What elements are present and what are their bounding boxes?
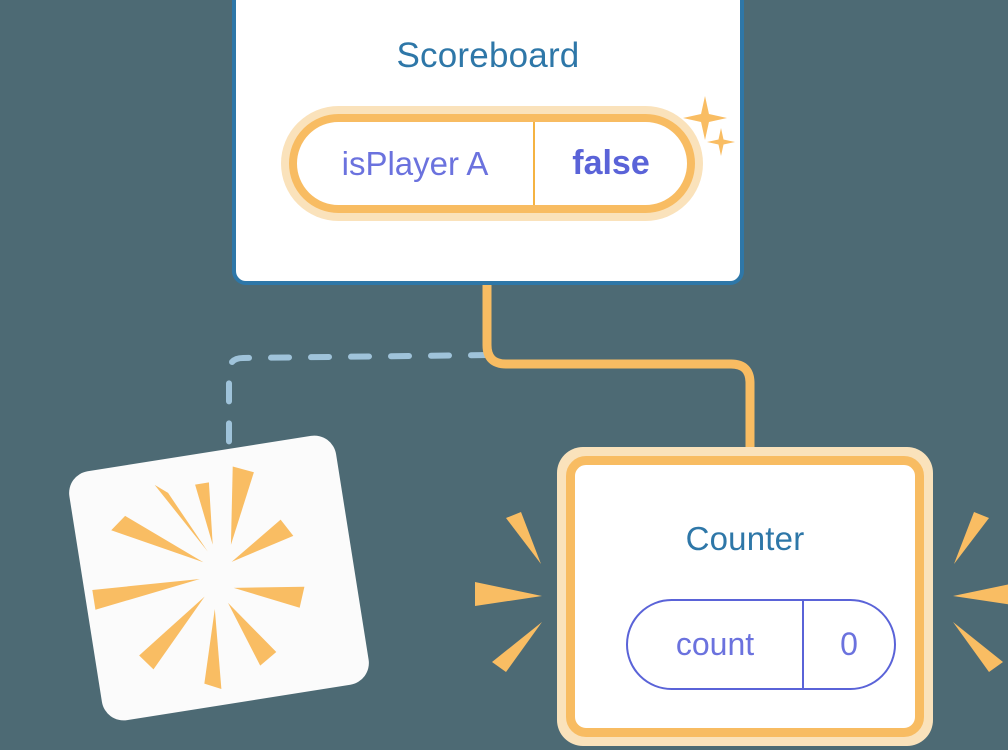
counter-ray <box>953 622 1003 672</box>
scoreboard-state-value: false <box>572 144 650 182</box>
scoreboard-card[interactable]: Scoreboard isPlayer A false <box>232 0 744 285</box>
counter-state-key: count <box>628 601 804 688</box>
counter-ray <box>954 512 989 564</box>
scoreboard-card-title: Scoreboard <box>396 36 580 75</box>
burst-card[interactable] <box>65 432 373 724</box>
scoreboard-state-key: isPlayer A <box>297 122 535 205</box>
counter-card-body: Counter count 0 <box>566 456 924 737</box>
counter-rays-left <box>475 512 542 672</box>
scoreboard-state-pill-body: isPlayer A false <box>289 114 695 213</box>
scoreboard-state-pill[interactable]: isPlayer A false <box>281 106 703 221</box>
counter-ray <box>475 582 542 606</box>
counter-card[interactable]: Counter count 0 <box>557 447 933 746</box>
counter-card-title: Counter <box>685 520 805 557</box>
counter-state-pill[interactable]: count 0 <box>626 599 896 690</box>
counter-ray <box>492 622 542 672</box>
counter-ray <box>506 512 541 564</box>
counter-ray <box>953 584 1008 605</box>
counter-rays-right <box>953 512 1008 672</box>
counter-state-value: 0 <box>840 626 858 662</box>
solid-connector-to-counter <box>482 277 755 467</box>
